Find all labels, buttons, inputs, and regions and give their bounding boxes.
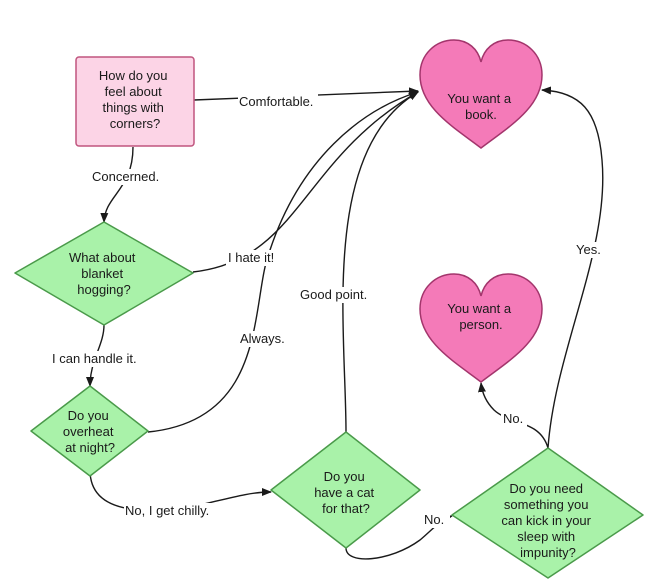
node-start: How do you feel about things with corner… — [75, 56, 195, 147]
node-kick-text: Do you need something you can kick in yo… — [501, 481, 594, 560]
edge-label-yes: Yes. — [576, 242, 601, 257]
edge-start-to-blanket — [100, 146, 134, 223]
node-person-text: You want a person. — [447, 301, 514, 332]
node-overheat-text: Do you overheat at night? — [63, 408, 117, 455]
node-kick-diamond: Do you need something you can kick in yo… — [451, 447, 644, 579]
edge-label-always: Always. — [240, 331, 285, 346]
edge-kick-to-person — [478, 382, 549, 449]
edge-label-hate-it: I hate it! — [228, 250, 274, 265]
node-cat-diamond: Do you have a cat for that? — [270, 431, 421, 549]
node-blanket-diamond: What about blanket hogging? — [14, 221, 194, 326]
edge-label-comfortable: Comfortable. — [239, 94, 313, 109]
edge-label-no-cat: No. — [424, 512, 444, 527]
edge-label-no-kick: No. — [503, 411, 523, 426]
edge-label-handle-it: I can handle it. — [52, 351, 137, 366]
node-book-text: You want a book. — [447, 91, 514, 122]
node-cat-text: Do you have a cat for that? — [314, 469, 378, 516]
edge-label-concerned: Concerned. — [92, 169, 159, 184]
edge-cat-to-book — [342, 91, 419, 433]
edge-label-chilly: No, I get chilly. — [125, 503, 209, 518]
node-start-text: How do you feel about things with corner… — [99, 68, 171, 131]
node-person-heart: You want a person. — [419, 273, 543, 383]
node-blanket-text: What about blanket hogging? — [69, 250, 139, 297]
edge-kick-to-book — [541, 86, 604, 449]
node-book-heart: You want a book. — [419, 39, 543, 149]
node-overheat-diamond: Do you overheat at night? — [30, 385, 149, 477]
edge-labels: Comfortable. Concerned. I hate it! I can… — [50, 94, 604, 528]
edge-label-good-point: Good point. — [300, 287, 367, 302]
edge-blanket-to-book — [192, 91, 419, 273]
